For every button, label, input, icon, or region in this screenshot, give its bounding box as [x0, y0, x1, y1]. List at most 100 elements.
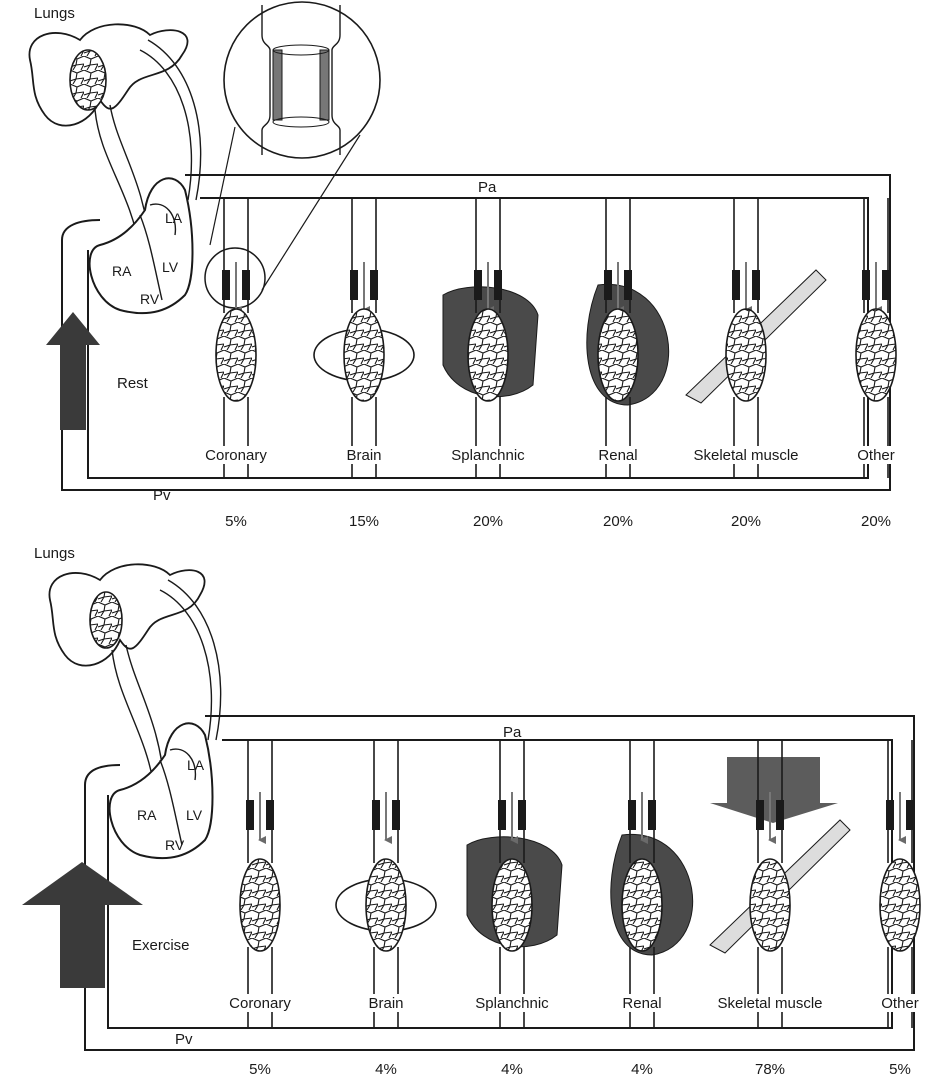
resistance-vessel [906, 800, 914, 830]
organ-bed: Renal 20% [586, 198, 670, 530]
organ-name-label: Other [857, 447, 895, 464]
blood-flow-percent: 78% [755, 1061, 785, 1076]
resistance-vessel [518, 800, 526, 830]
capillary-bed [879, 858, 921, 952]
resistance-vessel [604, 270, 612, 300]
resistance-vessel [776, 800, 784, 830]
blood-flow-percent: 5% [225, 513, 247, 530]
pv-label: Pv [153, 487, 171, 504]
blood-flow-percent: 20% [731, 513, 761, 530]
blood-flow-percent: 15% [349, 513, 379, 530]
organ-bed: Splanchnic 4% [466, 740, 563, 1076]
organ-bed: Splanchnic 20% [442, 198, 539, 530]
state-label: Exercise [132, 937, 190, 954]
organ-bed: Other 20% [851, 198, 901, 530]
lungs-icon [48, 563, 206, 667]
panel-exercise: Lungs RA RV LA LV Pa Pv Exercise Coronar… [22, 545, 925, 1076]
lungs-icon [28, 23, 189, 127]
organ-bed: Skeletal muscle 78% [703, 740, 851, 1076]
organ-name-label: Skeletal muscle [717, 995, 822, 1012]
organ-name-label: Splanchnic [451, 447, 525, 464]
lungs-label: Lungs [34, 5, 75, 22]
resistance-vessel [886, 800, 894, 830]
capillary-bed [621, 858, 663, 952]
organ-name-label: Other [881, 995, 919, 1012]
skeletal-muscle-flow-arrow [710, 757, 838, 823]
blood-flow-percent: 4% [375, 1061, 397, 1076]
blood-flow-percent: 20% [861, 513, 891, 530]
resistance-vessel [474, 270, 482, 300]
resistance-vessel [756, 800, 764, 830]
heart-ra-label: RA [137, 807, 157, 823]
capillary-bed [343, 308, 385, 402]
heart-rv-label: RV [140, 291, 160, 307]
resistance-vessel [246, 800, 254, 830]
capillary-bed [467, 308, 509, 402]
lungs-label: Lungs [34, 545, 75, 562]
capillary-bed [597, 308, 639, 402]
pa-label: Pa [503, 724, 522, 741]
heart-ra-label: RA [112, 263, 132, 279]
capillary-bed [749, 858, 791, 952]
pv-label: Pv [175, 1031, 193, 1048]
heart-rv-label: RV [165, 837, 185, 853]
organ-bed: Brain 4% [335, 740, 437, 1076]
capillary-bed [725, 308, 767, 402]
organ-name-label: Renal [622, 995, 661, 1012]
resistance-vessel [372, 800, 380, 830]
blood-flow-percent: 5% [249, 1061, 271, 1076]
heart-icon: RA RV LA LV [108, 722, 214, 860]
state-label: Rest [117, 375, 149, 392]
resistance-vessel [732, 270, 740, 300]
arterial-pipe [61, 174, 891, 491]
resistance-vessel [648, 800, 656, 830]
organ-name-label: Brain [346, 447, 381, 464]
resistance-vessel [498, 800, 506, 830]
blood-flow-percent: 4% [631, 1061, 653, 1076]
heart-lv-label: LV [162, 259, 179, 275]
resistance-vessel [882, 270, 890, 300]
heart-lv-label: LV [186, 807, 203, 823]
organ-bed: Coronary 5% [198, 198, 274, 530]
blood-flow-percent: 20% [473, 513, 503, 530]
organ-beds-rest: Coronary5%Brain15%Splanchnic20%Renal20%S… [198, 198, 901, 530]
organ-name-label: Skeletal muscle [693, 447, 798, 464]
resistance-vessel [350, 270, 358, 300]
resistance-vessel [266, 800, 274, 830]
organ-name-label: Brain [368, 995, 403, 1012]
organ-bed: Renal 4% [610, 740, 694, 1076]
organ-beds-exercise: Coronary 5% Brain 4% Splanchnic 4% Renal 4% Skel… [222, 740, 925, 1076]
blood-flow-percent: 5% [889, 1061, 911, 1076]
cardiac-output-arrow [22, 862, 143, 988]
resistance-vessel [242, 270, 250, 300]
organ-name-label: Coronary [205, 447, 267, 464]
heart-la-label: LA [165, 210, 183, 226]
resistance-vessel [222, 270, 230, 300]
capillary-bed [855, 308, 897, 402]
organ-bed: Coronary 5% [222, 740, 298, 1076]
capillary-bed [239, 858, 281, 952]
resistance-vessel [494, 270, 502, 300]
resistance-vessel [370, 270, 378, 300]
organ-bed: Other 5% [875, 740, 925, 1076]
resistance-vessel [624, 270, 632, 300]
panel-rest: Lungs RA RV LA LV Pa Pv Rest [28, 1, 901, 530]
organ-name-label: Renal [598, 447, 637, 464]
organ-name-label: Coronary [229, 995, 291, 1012]
capillary-bed [365, 858, 407, 952]
arterial-pipe [84, 715, 915, 1051]
resistance-vessel [628, 800, 636, 830]
cardiac-output-arrow [46, 312, 100, 430]
pa-label: Pa [478, 179, 497, 196]
capillary-bed [215, 308, 257, 402]
heart-la-label: LA [187, 757, 205, 773]
vessel-magnifier [204, 1, 381, 309]
heart-icon: RA RV LA LV [88, 177, 194, 315]
blood-flow-percent: 4% [501, 1061, 523, 1076]
resistance-vessel [752, 270, 760, 300]
resistance-vessel [862, 270, 870, 300]
blood-flow-percent: 20% [603, 513, 633, 530]
organ-name-label: Splanchnic [475, 995, 549, 1012]
capillary-bed [491, 858, 533, 952]
